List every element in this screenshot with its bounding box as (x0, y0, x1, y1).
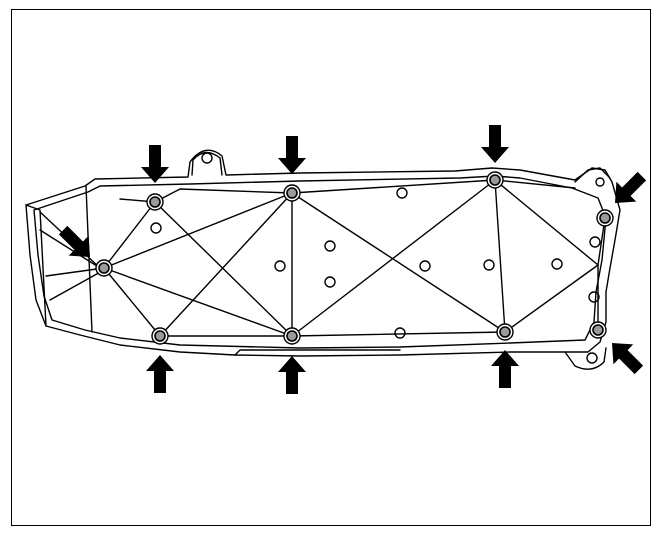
hole-icon (201, 152, 213, 164)
hole-icon (483, 259, 495, 271)
hole-icon (588, 291, 600, 303)
rib (291, 179, 496, 337)
bolt-icon (283, 327, 301, 345)
arrow-icon (481, 125, 509, 163)
rib (291, 179, 496, 194)
rib (103, 192, 293, 269)
arrow-icon (491, 350, 519, 388)
hole-icon (396, 187, 408, 199)
bolt-icon (596, 209, 614, 227)
rib (103, 267, 293, 337)
hole-icon (589, 236, 601, 248)
figure-frame (11, 9, 651, 526)
rib (103, 201, 156, 269)
rib (291, 192, 506, 333)
rib (103, 267, 161, 337)
hole-icon (274, 260, 286, 272)
bolt-icon (151, 327, 169, 345)
arrow-icon (615, 171, 647, 203)
hole-icon (595, 177, 605, 187)
hole-icon (551, 258, 563, 270)
rib (494, 179, 576, 189)
hole-icon (324, 240, 336, 252)
bolt-icon (283, 184, 301, 202)
bolt-icon (589, 321, 607, 339)
bolt-icon (496, 323, 514, 341)
mounting-tab-right (574, 167, 611, 183)
hole-icon (324, 276, 336, 288)
arrow-icon (58, 225, 90, 257)
hole-icon (586, 352, 598, 364)
arrow-icon (146, 355, 174, 393)
rib (291, 331, 506, 337)
bolt-icon (95, 259, 113, 277)
rib (504, 264, 599, 333)
mounting-tab-top (191, 151, 223, 176)
rib (154, 201, 293, 337)
rib (159, 192, 293, 337)
hole-icon (394, 327, 406, 339)
rib (494, 179, 599, 266)
arrow-icon (278, 356, 306, 394)
arrow-icon (141, 145, 169, 183)
rib (119, 188, 293, 203)
bolt-icon (486, 171, 504, 189)
bolt-icon (146, 193, 164, 211)
arrow-icon (278, 136, 306, 174)
hole-icon (150, 222, 162, 234)
mounting-tab-bottom (564, 347, 607, 370)
rib (494, 179, 506, 333)
hole-icon (419, 260, 431, 272)
arrow-icon (612, 343, 644, 375)
